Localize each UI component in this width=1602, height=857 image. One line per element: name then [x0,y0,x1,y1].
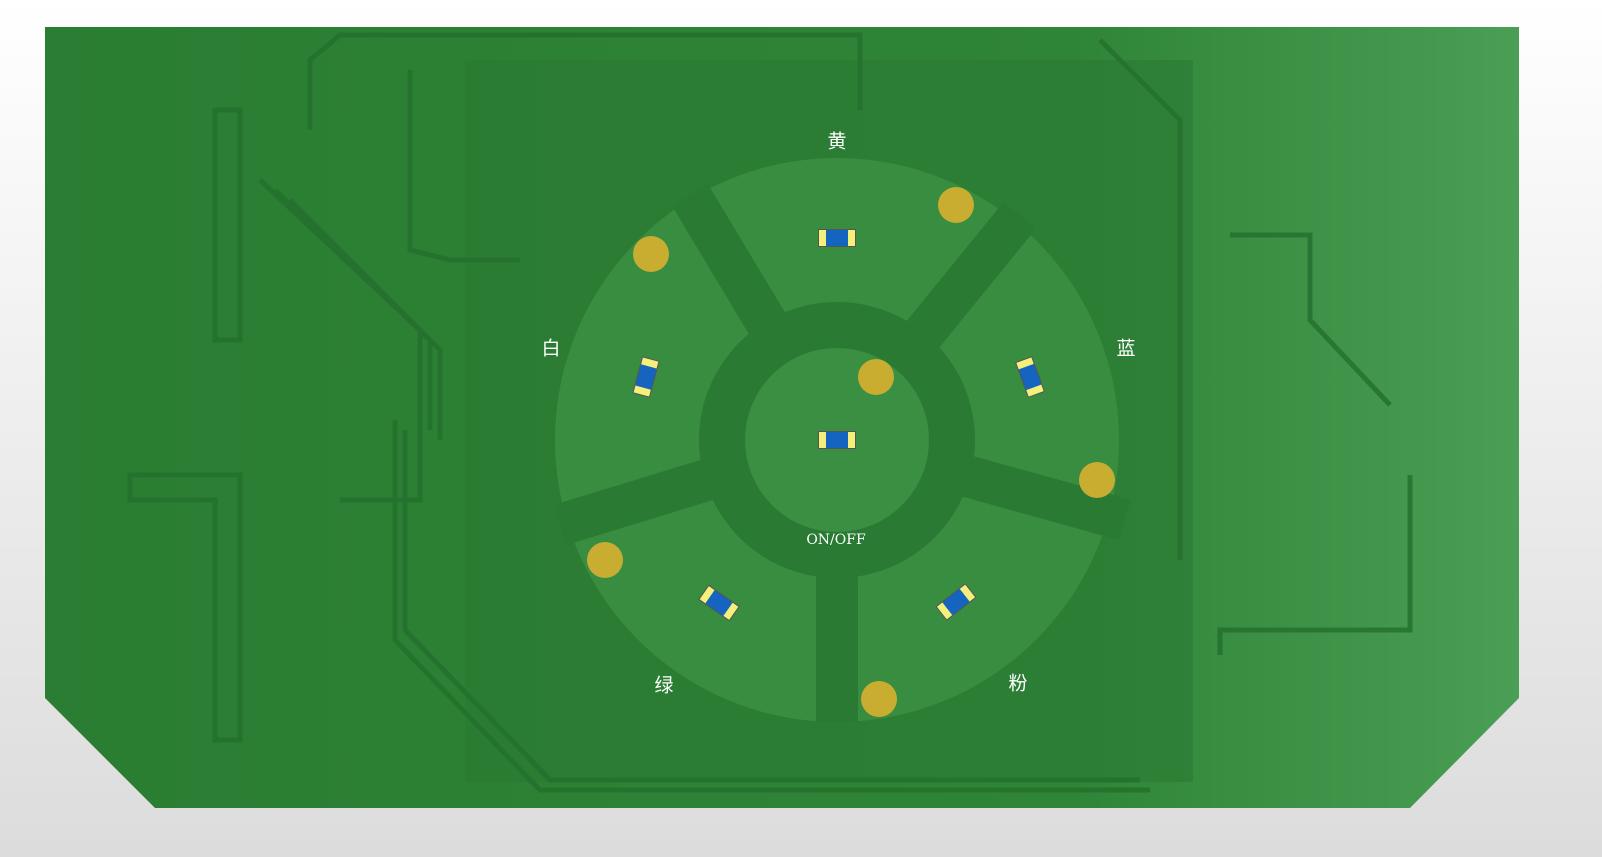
traces [127,32,1413,793]
label-white: 白 [541,337,561,360]
label-yellow: 黄 [827,130,847,153]
pad [861,681,897,717]
pad [858,359,894,395]
led-yellow [818,229,856,247]
label-on-off: ON/OFF [806,532,866,548]
label-green: 绿 [654,674,674,697]
pad [938,187,974,223]
pad [587,542,623,578]
label-pink: 粉 [1008,672,1028,695]
gold-pads [587,187,1115,717]
pad [633,236,669,272]
label-blue: 蓝 [1116,337,1136,360]
pad [1079,462,1115,498]
led-center [818,431,856,449]
